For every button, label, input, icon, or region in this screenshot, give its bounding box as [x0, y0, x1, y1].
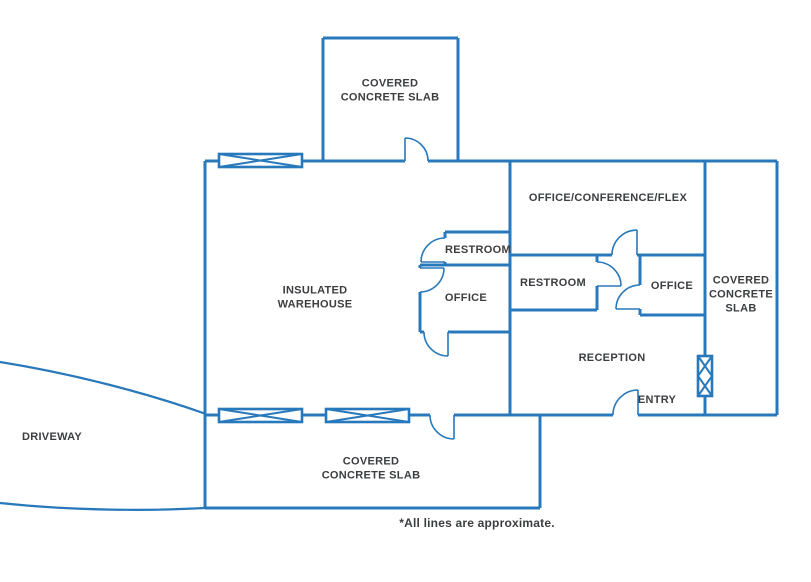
walls	[203, 36, 779, 510]
driveway-curve	[0, 501, 206, 511]
rollup-door-icon	[217, 152, 304, 169]
room-label-restroom-wing: RESTROOM	[520, 277, 586, 290]
door-swing-icon	[596, 261, 622, 287]
room-label-restroom-warehouse: RESTROOM	[445, 244, 511, 257]
door-swing-icon	[419, 267, 445, 293]
room-label-office-conference-flex: OFFICE/CONFERENCE/FLEX	[528, 192, 688, 205]
room-label-insulated-warehouse: INSULATED WAREHOUSE	[277, 284, 353, 310]
door-swing-icon	[420, 237, 446, 263]
window-icon	[696, 354, 714, 398]
room-label-reception: RECEPTION	[578, 352, 646, 365]
door-swing-icon	[611, 229, 638, 256]
door-swing-icon	[615, 284, 641, 310]
driveway-curves	[0, 360, 207, 511]
label-driveway: DRIVEWAY	[21, 431, 83, 444]
rollup-door-icon	[324, 407, 411, 424]
rollup-door-icon	[217, 407, 304, 424]
door-swing-icons	[404, 137, 641, 440]
footnote: *All lines are approximate.	[399, 516, 555, 530]
driveway-curve	[0, 360, 207, 416]
room-label-office-warehouse: OFFICE	[444, 292, 488, 305]
door-swing-icon	[612, 389, 639, 416]
door-swing-icon	[423, 331, 449, 357]
room-label-covered-slab-right: COVERED CONCRETE SLAB	[708, 274, 774, 314]
door-swing-icon	[404, 137, 429, 162]
room-label-covered-slab-top: COVERED CONCRETE SLAB	[340, 77, 440, 103]
room-label-entry: ENTRY	[637, 394, 677, 407]
room-label-office-wing: OFFICE	[650, 280, 694, 293]
door-swing-icon	[429, 414, 455, 440]
room-label-covered-slab-bottom: COVERED CONCRETE SLAB	[321, 455, 421, 481]
